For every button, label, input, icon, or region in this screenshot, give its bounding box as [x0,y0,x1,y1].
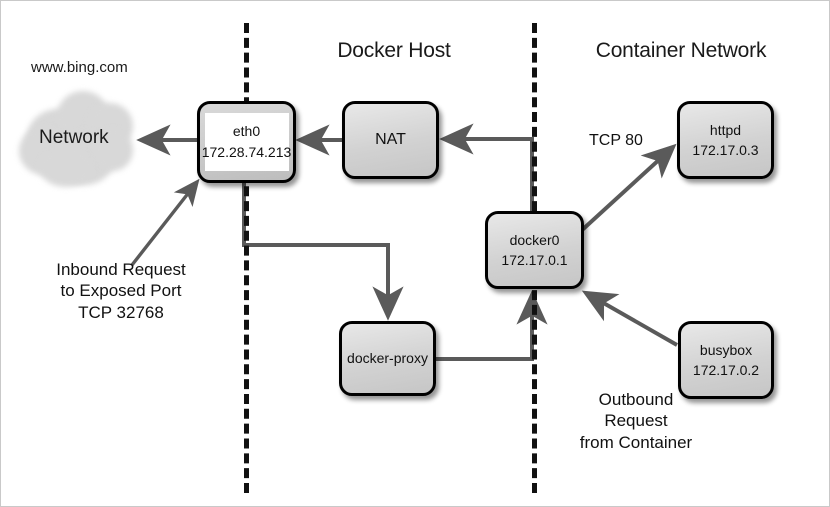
eth0-inner-panel: eth0 172.28.74.213 [201,113,292,171]
annotation-inbound-request: Inbound Request to Exposed Port TCP 3276… [56,260,186,322]
docker-proxy-label: docker-proxy [347,350,428,367]
httpd-name: httpd [709,121,742,138]
busybox-ip: 172.17.0.2 [692,362,760,378]
network-cloud-label: Network [39,127,109,148]
nat-label: NAT [375,131,406,149]
wire-docker-proxy-to-docker0 [436,290,548,361]
zone-title-docker-host: Docker Host [337,39,451,62]
wire-eth0-to-docker-proxy [242,183,404,321]
node-eth0[interactable]: eth0 172.28.74.213 [197,101,296,183]
wire-busybox-to-docker0 [581,290,678,347]
eth0-ip: 172.28.74.213 [201,144,292,160]
wire-inbound-annotation [130,178,200,267]
annotation-outbound-request: Outbound Request from Container [579,390,693,452]
node-docker-proxy[interactable]: docker-proxy [339,321,436,396]
docker0-ip: 172.17.0.1 [501,252,568,268]
docker0-name: docker0 [509,231,560,248]
httpd-ip: 172.17.0.3 [692,142,759,158]
external-host-label: www.bing.com [31,59,128,76]
divider-host-boundary [244,23,249,493]
node-httpd[interactable]: httpd 172.17.0.3 [677,101,774,179]
zone-title-container-network: Container Network [595,39,767,62]
edge-label-tcp-80: TCP 80 [589,132,643,149]
node-docker0[interactable]: docker0 172.17.0.1 [485,211,584,289]
busybox-name: busybox [699,341,753,358]
wire-docker0-to-httpd [579,143,677,233]
eth0-name: eth0 [232,123,261,139]
wire-docker0-to-nat [439,123,534,211]
node-busybox[interactable]: busybox 172.17.0.2 [678,321,774,399]
node-nat[interactable]: NAT [342,101,439,179]
network-cloud-icon [13,83,143,191]
